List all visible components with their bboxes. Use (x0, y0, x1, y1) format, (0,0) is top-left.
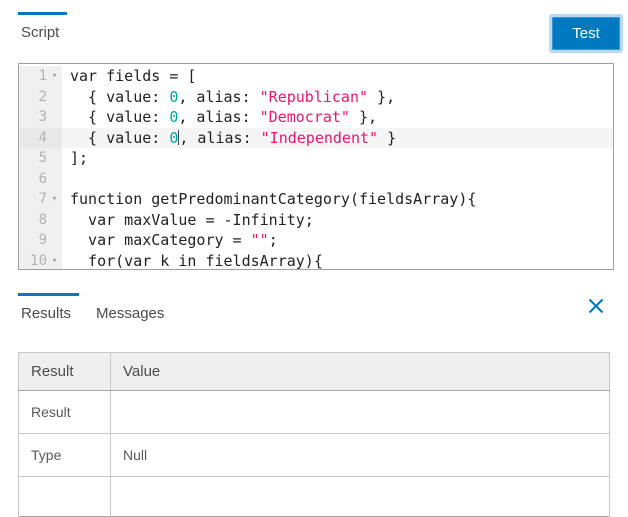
code-text: for(var k in fieldsArray){ (62, 251, 613, 270)
code-token: var maxValue = -Infinity; (70, 210, 314, 229)
fold-arrow-icon[interactable]: ▾ (51, 194, 58, 204)
code-token: , alias: (179, 128, 261, 147)
close-icon (586, 298, 606, 319)
code-line[interactable]: 2 { value: 0, alias: "Republican" }, (19, 86, 613, 108)
code-text: var fields = [ (62, 66, 613, 87)
tab-messages[interactable]: Messages (96, 305, 165, 322)
string-token: "Independent" (260, 128, 379, 147)
code-token: var fields = [ (70, 67, 197, 85)
close-results-button[interactable] (586, 296, 606, 316)
code-token: function getPredominantCategory(fieldsAr… (70, 190, 477, 208)
code-token: , alias: (178, 108, 260, 126)
number-token: 0 (169, 87, 179, 106)
line-number: 8 (38, 211, 47, 228)
code-line[interactable]: 9 var maxCategory = ""; (19, 230, 613, 251)
code-text: ]; (62, 148, 613, 169)
results-panel-header: Results Messages (18, 293, 620, 323)
row-label-cell (18, 476, 111, 517)
string-token: "Republican" (259, 87, 369, 106)
line-number: 2 (38, 88, 47, 105)
test-button[interactable]: Test (552, 17, 620, 50)
line-gutter: 8 (19, 209, 62, 230)
row-label-cell: Type (18, 433, 111, 477)
code-token: var maxCategory = (70, 231, 251, 249)
line-gutter: 5 (19, 148, 62, 169)
line-gutter: 3 (19, 107, 62, 128)
code-text (62, 169, 613, 190)
code-text: { value: 0, alias: "Republican" }, (62, 87, 613, 108)
table-row: Result (18, 390, 610, 434)
line-number: 9 (38, 232, 47, 248)
line-gutter: 2 (19, 86, 62, 107)
code-token: { value: (70, 108, 170, 126)
code-line[interactable]: 3 { value: 0, alias: "Democrat" }, (19, 107, 613, 128)
code-token: } (378, 128, 397, 147)
line-gutter: 7▾ (19, 189, 62, 210)
fold-arrow-icon[interactable]: ▾ (51, 255, 58, 266)
string-token: "" (250, 231, 269, 249)
table-header-row: Result Value (18, 352, 610, 391)
line-number: 6 (38, 170, 47, 187)
table-row-partial (18, 476, 610, 517)
code-text: var maxCategory = ""; (62, 230, 613, 251)
code-line[interactable]: 5]; (19, 148, 613, 169)
line-number: 5 (38, 150, 47, 166)
number-token: 0 (169, 128, 179, 147)
code-token: { value: (70, 87, 170, 106)
code-line[interactable]: 8 var maxValue = -Infinity; (19, 209, 613, 231)
editor-lines: 1▾var fields = [2 { value: 0, alias: "Re… (19, 64, 613, 270)
code-token: { value: (70, 128, 170, 147)
line-number: 4 (38, 129, 47, 146)
line-gutter: 1▾ (19, 66, 62, 87)
row-value-cell (110, 476, 610, 517)
code-line[interactable]: 6 (19, 168, 613, 190)
top-bar: Script (18, 12, 620, 42)
line-number: 1 (38, 68, 47, 84)
arcade-script-editor: { "colors": { "accent": "#0079c1", "stri… (18, 12, 620, 517)
code-text: function getPredominantCategory(fieldsAr… (62, 189, 613, 210)
column-header-value: Value (110, 352, 610, 391)
code-line[interactable]: 1▾var fields = [ (19, 66, 613, 87)
code-token: ]; (70, 149, 89, 167)
code-token: }, (368, 87, 396, 106)
code-text: { value: 0, alias: "Democrat" }, (62, 107, 613, 128)
code-text: { value: 0, alias: "Independent" } (62, 127, 613, 148)
fold-arrow-icon[interactable]: ▾ (51, 71, 58, 81)
row-label-cell: Result (18, 390, 111, 434)
string-token: "Democrat" (259, 108, 350, 126)
code-editor[interactable]: 1▾var fields = [2 { value: 0, alias: "Re… (18, 63, 614, 270)
code-line[interactable]: 4 { value: 0, alias: "Independent" } (19, 127, 613, 148)
line-number: 3 (38, 109, 47, 125)
line-gutter: 4 (19, 127, 62, 148)
code-text: var maxValue = -Infinity; (62, 210, 613, 231)
code-token: ; (268, 231, 278, 249)
text-caret (178, 129, 180, 145)
code-line[interactable]: 10 ▾ for(var k in fieldsArray){ (19, 250, 613, 270)
line-number: 10 (30, 252, 47, 269)
code-line[interactable]: 7▾function getPredominantCategory(fields… (19, 189, 613, 210)
row-value-cell: Null (110, 433, 610, 477)
column-header-result: Result (18, 352, 111, 391)
code-token: , alias: (178, 87, 260, 106)
number-token: 0 (169, 108, 179, 126)
line-gutter: 9 (19, 230, 62, 251)
code-token: for(var k in fieldsArray){ (70, 251, 323, 270)
line-number: 7 (38, 191, 47, 207)
tab-script[interactable]: Script (18, 12, 68, 41)
line-gutter: 10 ▾ (19, 250, 62, 269)
line-gutter: 6 (19, 168, 62, 189)
results-tabs: Results Messages (18, 293, 620, 323)
code-token: }, (349, 108, 378, 126)
tab-results[interactable]: Results (18, 293, 80, 322)
row-value-cell (110, 390, 610, 434)
